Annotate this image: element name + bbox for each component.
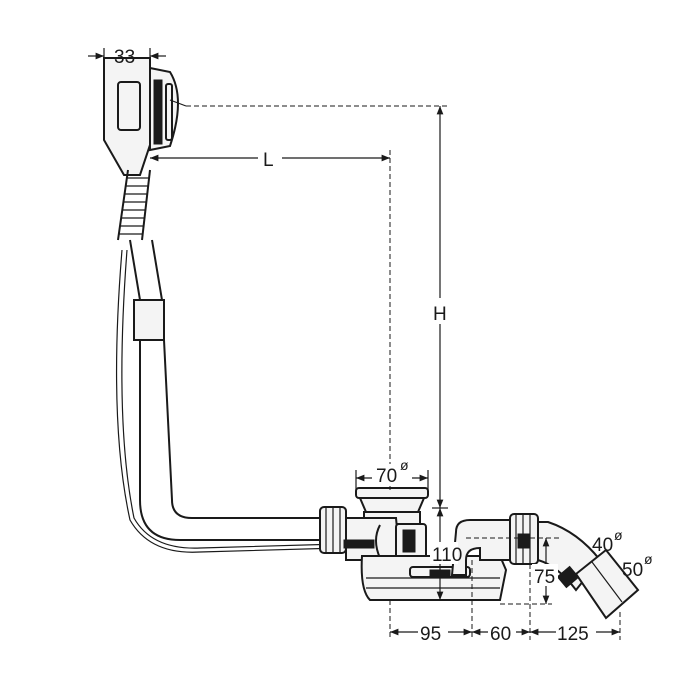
dim-33-label: 33 [114,47,135,68]
dim-40-label: 40 [592,535,613,556]
waste-valve [319,487,508,601]
dim-h: H [186,105,450,508]
dim-110-label: 110 [432,545,462,566]
dim-70-diameter-symbol: ø [400,457,409,473]
dim-110: 110 [430,507,462,600]
overflow-head [103,57,187,176]
dim-70-label: 70 [376,466,397,487]
outlet-elbow [450,513,640,620]
dim-l: L [150,146,391,490]
dim-40-diameter-symbol: ø [614,527,623,543]
dim-125-label: 125 [557,624,589,645]
dim-70: 70 ø [355,457,429,490]
dim-75-label: 75 [534,567,555,588]
dim-outlet-diameters: 40 ø 50 ø [592,527,653,581]
dim-60-label: 60 [490,624,511,645]
dim-h-label: H [433,304,447,325]
overflow-pipe [115,239,341,553]
overflow-corrugated-pipe [117,169,151,241]
dim-95-label: 95 [420,624,441,645]
dim-50-label: 50 [622,560,643,581]
dim-bottom: 95 60 125 [389,560,621,645]
dim-50-diameter-symbol: ø [644,551,653,567]
dim-l-label: L [263,150,274,171]
dim-33: 33 [88,47,166,68]
dim-75: 75 [466,537,560,605]
